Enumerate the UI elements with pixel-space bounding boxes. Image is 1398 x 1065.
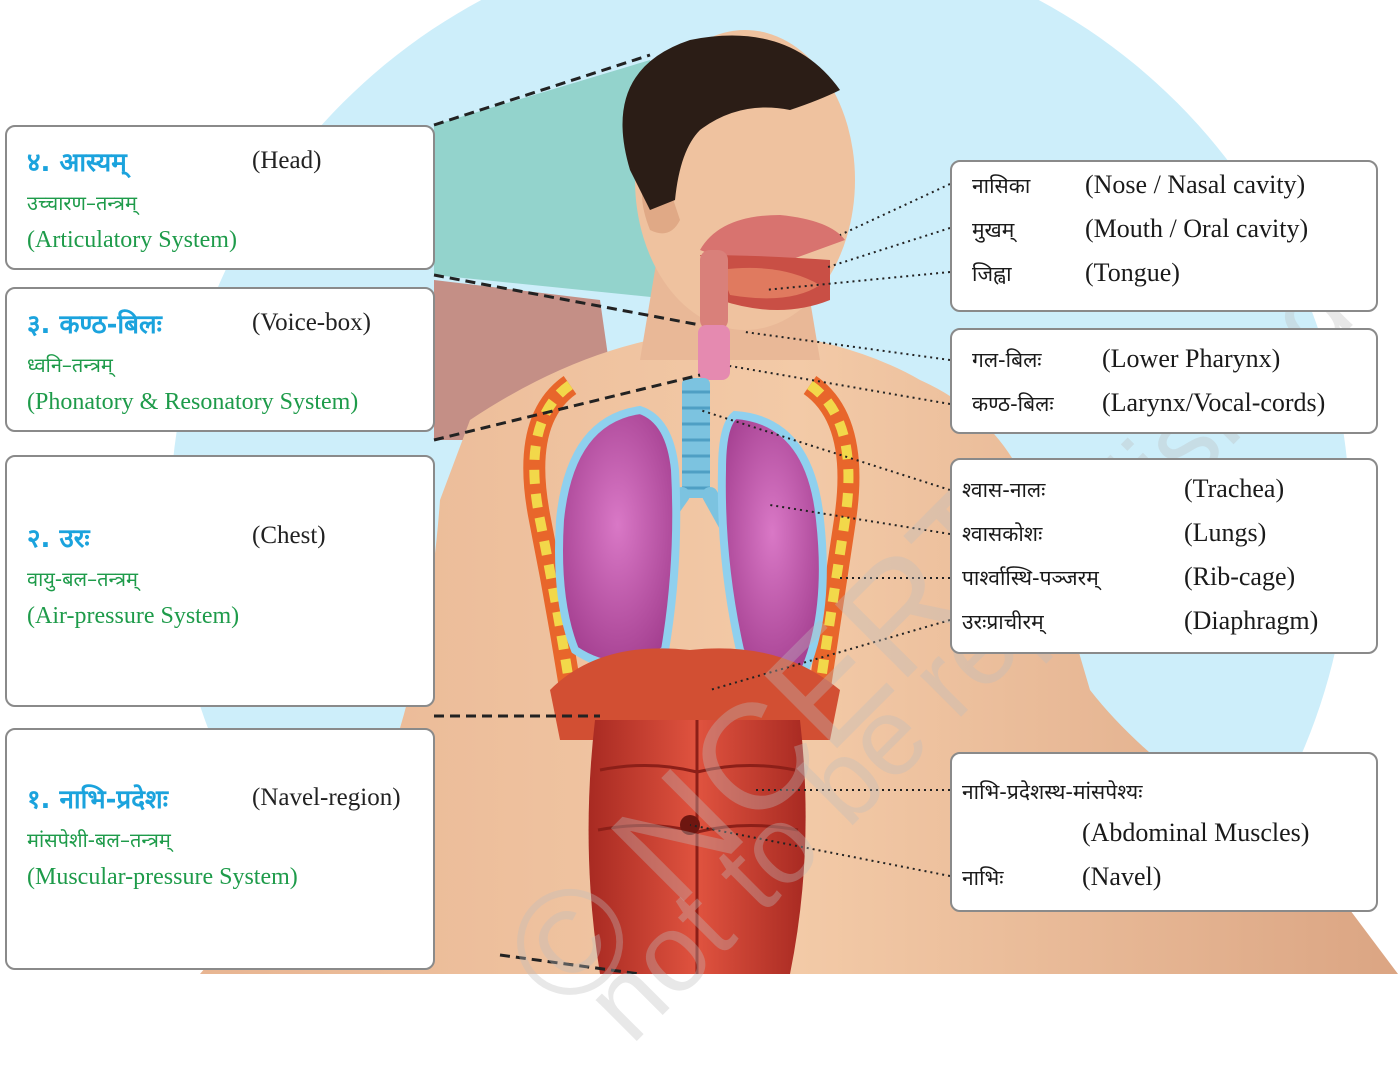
- region-english-chest: (Chest): [252, 522, 326, 550]
- system-english-voicebox: (Phonatory & Resonatory System): [27, 389, 358, 416]
- region-title-voicebox: ३. कण्ठ-बिलः: [27, 305, 162, 341]
- region-english-navel: (Navel-region): [252, 784, 401, 812]
- label-tongue-sanskrit: जिह्वा: [972, 260, 1012, 288]
- system-english-navel: (Muscular-pressure System): [27, 864, 298, 891]
- system-sanskrit-navel: मांसपेशी-बल–तन्त्रम्: [27, 826, 171, 853]
- label-lungs-sanskrit: श्वासकोशः: [962, 520, 1042, 548]
- label-larynx-english: (Larynx/Vocal-cords): [1102, 388, 1325, 418]
- label-navel-sanskrit: नाभिः: [962, 864, 1004, 892]
- region-title-head: ४. आस्यम्: [27, 143, 127, 179]
- label-diaphragm-sanskrit: उरःप्राचीरम्: [962, 608, 1044, 636]
- box-throat-parts: गल-बिलः (Lower Pharynx) कण्ठ-बिलः (Laryn…: [950, 328, 1378, 434]
- region-english-voicebox: (Voice-box): [252, 309, 371, 337]
- box-voicebox: ३. कण्ठ-बिलः (Voice-box) ध्वनि–तन्त्रम् …: [5, 287, 435, 432]
- system-sanskrit-voicebox: ध्वनि–तन्त्रम्: [27, 351, 113, 378]
- label-nose-sanskrit: नासिका: [972, 172, 1030, 200]
- label-trachea-english: (Trachea): [1184, 474, 1284, 504]
- label-ribcage-english: (Rib-cage): [1184, 562, 1295, 592]
- system-english-head: (Articulatory System): [27, 227, 237, 254]
- label-diaphragm-english: (Diaphragm): [1184, 606, 1318, 636]
- box-head: ४. आस्यम् (Head) उच्चारण–तन्त्रम् (Artic…: [5, 125, 435, 270]
- system-sanskrit-head: उच्चारण–तन्त्रम्: [27, 189, 137, 216]
- region-title-chest: २. उरः: [27, 519, 90, 555]
- label-abdominal-sanskrit: नाभि-प्रदेशस्थ-मांसपेश्यः: [962, 778, 1142, 806]
- label-pharynx-sanskrit: गल-बिलः: [972, 346, 1042, 374]
- system-english-chest: (Air-pressure System): [27, 603, 239, 630]
- pharynx: [700, 250, 728, 330]
- label-navel-english: (Navel): [1082, 862, 1161, 892]
- label-pharynx-english: (Lower Pharynx): [1102, 344, 1280, 374]
- label-ribcage-sanskrit: पार्श्वास्थि-पञ्जरम्: [962, 564, 1099, 592]
- label-larynx-sanskrit: कण्ठ-बिलः: [972, 390, 1054, 418]
- box-navel: १. नाभि-प्रदेशः (Navel-region) मांसपेशी-…: [5, 728, 435, 970]
- system-sanskrit-chest: वायु-बल–तन्त्रम्: [27, 565, 138, 592]
- label-abdominal-english: (Abdominal Muscles): [1082, 818, 1309, 848]
- box-abdomen-parts: नाभि-प्रदेशस्थ-मांसपेश्यः (Abdominal Mus…: [950, 752, 1378, 912]
- label-mouth-sanskrit: मुखम्: [972, 216, 1014, 244]
- region-english-head: (Head): [252, 147, 321, 175]
- label-tongue-english: (Tongue): [1085, 258, 1180, 288]
- label-trachea-sanskrit: श्वास-नालः: [962, 476, 1045, 504]
- trachea: [682, 378, 710, 498]
- box-chest: २. उरः (Chest) वायु-बल–तन्त्रम् (Air-pre…: [5, 455, 435, 707]
- label-lungs-english: (Lungs): [1184, 518, 1266, 548]
- box-chest-parts: श्वास-नालः (Trachea) श्वासकोशः (Lungs) प…: [950, 458, 1378, 654]
- label-nose-english: (Nose / Nasal cavity): [1085, 170, 1305, 200]
- label-mouth-english: (Mouth / Oral cavity): [1085, 214, 1308, 244]
- box-head-parts: नासिका (Nose / Nasal cavity) मुखम् (Mout…: [950, 160, 1378, 312]
- left-lung: [559, 410, 676, 665]
- larynx: [698, 325, 730, 380]
- region-title-navel: १. नाभि-प्रदेशः: [27, 780, 168, 816]
